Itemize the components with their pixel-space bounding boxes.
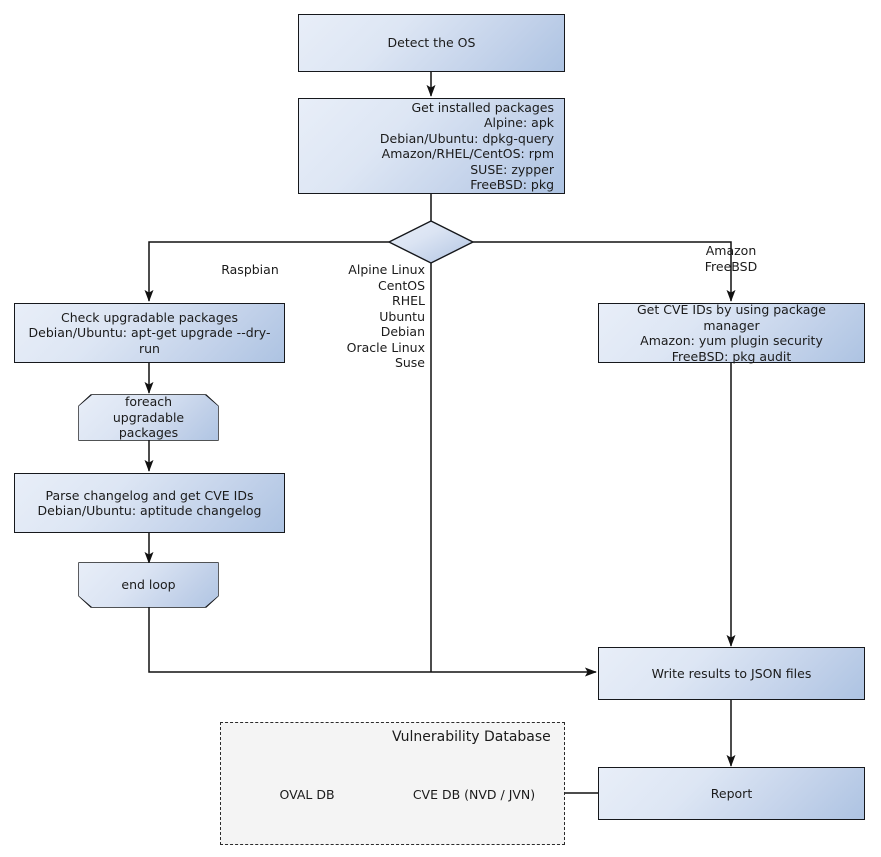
node-check-upgradable-packages-label: Check upgradable packages Debian/Ubuntu:… (28, 309, 271, 356)
vulnerability-database-title: Vulnerability Database (392, 729, 551, 745)
node-end-loop-label: end loop (121, 577, 176, 593)
node-end-loop[interactable]: end loop (79, 563, 218, 607)
decision-diamond (387, 220, 475, 264)
node-write-results-label: Write results to JSON files (651, 665, 812, 681)
oval-db-label: OVAL DB (279, 787, 335, 802)
node-parse-changelog-label: Parse changelog and get CVE IDs Debian/U… (37, 487, 262, 519)
node-parse-changelog[interactable]: Parse changelog and get CVE IDs Debian/U… (14, 473, 285, 533)
node-foreach-loop-start[interactable]: foreach upgradable packages (79, 395, 218, 440)
node-get-installed-packages-label: Get installed packages Alpine: apk Debia… (379, 99, 554, 193)
node-get-cve-ids[interactable]: Get CVE IDs by using package manager Ama… (598, 302, 865, 364)
vulnerability-database-group (220, 722, 565, 845)
node-report[interactable]: Report (598, 767, 865, 820)
node-get-cve-ids-label: Get CVE IDs by using package manager Ama… (636, 302, 826, 364)
node-detect-os-label: Detect the OS (387, 35, 476, 51)
branch-label-raspbian: Raspbian (221, 262, 279, 277)
node-detect-os[interactable]: Detect the OS (298, 14, 565, 72)
branch-label-middle-os-list: Alpine Linux CentOS RHEL Ubuntu Debian O… (346, 262, 425, 370)
node-check-upgradable-packages[interactable]: Check upgradable packages Debian/Ubuntu:… (14, 303, 285, 363)
node-foreach-loop-start-label: foreach upgradable packages (112, 394, 185, 441)
node-get-installed-packages[interactable]: Get installed packages Alpine: apk Debia… (298, 98, 565, 194)
node-report-label: Report (710, 785, 753, 801)
branch-label-amazon-freebsd: Amazon FreeBSD (704, 243, 758, 274)
edge-endloop-to-write (148, 607, 597, 677)
node-write-results[interactable]: Write results to JSON files (598, 647, 865, 700)
cve-db-label: CVE DB (NVD / JVN) (412, 787, 536, 802)
